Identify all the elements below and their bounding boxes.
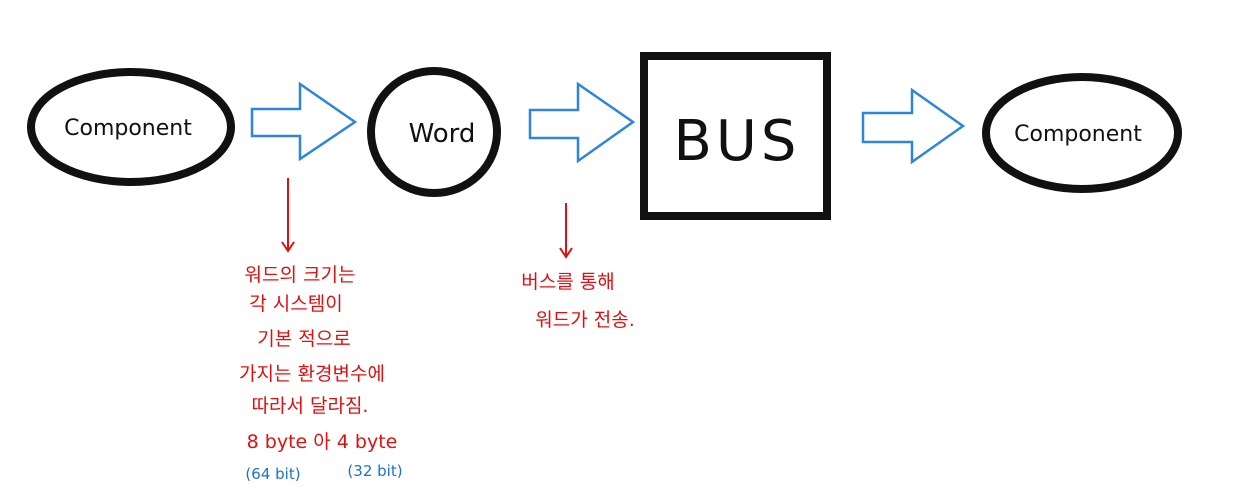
note-line: 버스를 통해 [521, 271, 614, 293]
note-line: 따라서 달라짐. [252, 395, 369, 417]
note-line: 가지는 환경변수에 [239, 363, 385, 385]
component-source-shape [27, 68, 235, 186]
flow-arrow-1 [250, 81, 358, 162]
component-target-label: Component [1014, 122, 1142, 147]
word-size-note: 워드의 크기는 각 시스템이 기본 적으로 가지는 환경변수에 따라서 달라짐.… [239, 264, 403, 483]
bus-label: BUS [674, 109, 801, 174]
flow-arrow-2 [528, 81, 636, 164]
word-shape [367, 67, 501, 197]
arrow-shape [861, 87, 966, 165]
flow-arrow-3 [861, 87, 966, 165]
bus-node: BUS [640, 52, 831, 220]
bus-transfer-pointer [559, 203, 573, 259]
word-node: Word [367, 67, 501, 197]
bits-32-note: (32 bit) [347, 462, 402, 480]
pointer-head [559, 247, 573, 259]
bus-shape [640, 52, 831, 220]
word-label: Word [409, 119, 476, 149]
component-target-shape [982, 73, 1182, 193]
note-line: 워드가 전송. [535, 309, 634, 331]
bits-64-note: (64 bit) [245, 465, 300, 483]
arrow-shape [528, 81, 636, 164]
pointer-head [281, 241, 295, 253]
bus-transfer-note: 버스를 통해 워드가 전송. [521, 271, 634, 331]
byte-sizes: 8 byte 아 4 byte [247, 431, 398, 453]
component-source-label: Component [64, 116, 192, 141]
word-size-pointer [281, 178, 295, 253]
component-target-node: Component [982, 73, 1182, 193]
arrow-shape [250, 81, 358, 162]
note-line: 각 시스템이 [249, 293, 342, 315]
note-line: 워드의 크기는 [245, 264, 356, 286]
component-source-node: Component [27, 68, 235, 186]
note-line: 기본 적으로 [257, 328, 350, 350]
